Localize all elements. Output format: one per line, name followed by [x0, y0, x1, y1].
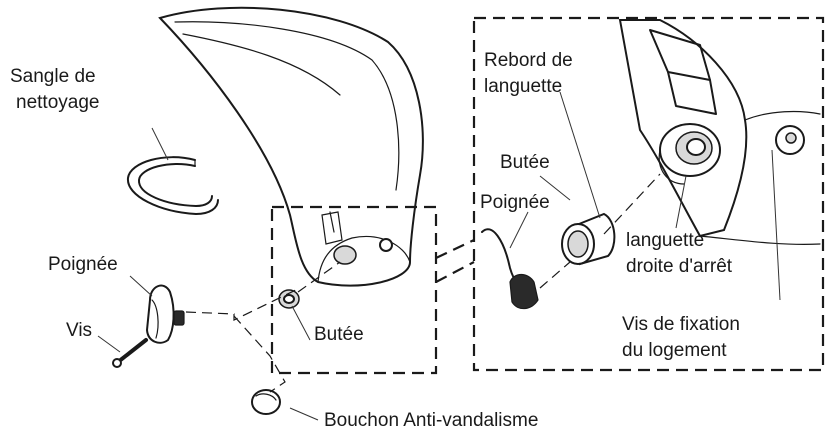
label-tongue-rim-line2: languette: [484, 76, 562, 97]
label-housing-screw-line1: Vis de fixation: [622, 314, 740, 335]
label-right-tongue-line1: languette: [626, 230, 704, 251]
faucet-body: [158, 6, 424, 287]
screw-left: [112, 338, 148, 368]
faucet-cartridge-port: [333, 245, 357, 265]
zoom-detail: [481, 19, 821, 310]
anti-vandal-cap: [251, 389, 281, 415]
label-cleaning-strap-line1: Sangle de: [10, 66, 96, 87]
callout-box-small: [270, 205, 438, 375]
leader-lines: [97, 91, 781, 421]
label-housing-screw-line2: du logement: [622, 340, 727, 361]
label-stop-left: Butée: [314, 324, 364, 345]
label-tongue-rim-line1: Rebord de: [484, 50, 573, 71]
handle-left: [145, 284, 185, 344]
label-handle-left: Poignée: [48, 254, 118, 275]
label-stop-right: Butée: [500, 152, 550, 173]
callout-box-large: [472, 16, 825, 372]
stop-left: [278, 289, 300, 309]
label-screw: Vis: [66, 320, 92, 341]
label-cleaning-strap-line2: nettoyage: [16, 92, 99, 113]
stop-right: [561, 212, 616, 266]
label-right-tongue-line2: droite d'arrêt: [626, 256, 733, 277]
faucet-screw-hole: [379, 238, 393, 252]
label-anti-vandal-cap: Bouchon Anti-vandalisme: [324, 410, 538, 431]
handle-right: [481, 228, 539, 310]
cleaning-strap: [126, 156, 219, 215]
label-handle-right: Poignée: [480, 192, 550, 213]
